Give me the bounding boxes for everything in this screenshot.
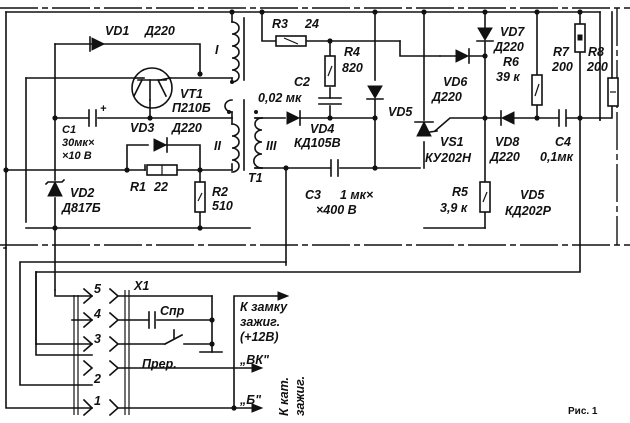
winding-i-label: I xyxy=(215,43,219,57)
coil-label-line-2: зажиг. xyxy=(293,376,307,416)
breaker-contact xyxy=(163,329,184,346)
c1-polarity: + xyxy=(100,103,107,115)
diode-vd4 xyxy=(286,110,301,126)
capacitor-c4 xyxy=(558,109,567,127)
vd6-ref: VD6 xyxy=(443,75,468,89)
vd1-ref: VD1 xyxy=(105,24,129,38)
diode-vd3 xyxy=(153,137,168,153)
x1-pin-1: 1 xyxy=(94,394,101,408)
r2-value: 510 xyxy=(212,199,233,213)
wires xyxy=(3,11,613,409)
ignition-lock-line-2: зажиг. xyxy=(240,315,280,329)
r1-value: 22 xyxy=(153,180,168,194)
vd1-type: Д220 xyxy=(144,24,175,38)
vd4-type: КД105В xyxy=(294,136,341,150)
diode-vd1 xyxy=(89,36,106,52)
vd8-ref: VD8 xyxy=(495,135,519,149)
diode-vd7 xyxy=(476,27,494,42)
winding-iii-label: III xyxy=(266,139,277,153)
vs1-ref: VS1 xyxy=(440,135,464,149)
r8-ref: R8 xyxy=(588,45,604,59)
r6-value: 39 к xyxy=(496,70,520,84)
c3-value-2: ×400 В xyxy=(316,203,357,217)
coil-label-line-1: К кат. xyxy=(277,377,291,416)
vt1-type: П210Б xyxy=(172,101,211,115)
diode-vd6 xyxy=(455,48,470,64)
transformer-t1 xyxy=(224,17,263,173)
vs1-type: КУ202Н xyxy=(425,151,472,165)
r7-value: 200 xyxy=(551,60,573,74)
diode-vd5 xyxy=(366,85,384,100)
cpr-label: Cпр xyxy=(160,304,185,318)
vd4-ref: VD4 xyxy=(310,122,334,136)
c3-ref: C3 xyxy=(305,188,321,202)
c4-value: 0,1мк xyxy=(540,150,574,164)
c3-value-1: 1 мк× xyxy=(340,188,374,202)
x1-pin-2: 2 xyxy=(93,372,101,386)
thyristor-vs1 xyxy=(414,120,438,137)
vd8-type: Д220 xyxy=(489,150,520,164)
c4-ref: C4 xyxy=(555,135,571,149)
r1-ref: R1 xyxy=(130,180,146,194)
vd5-ref: VD5 xyxy=(388,105,413,119)
r4-ref: R4 xyxy=(344,45,360,59)
junction-dots xyxy=(3,9,583,231)
ignition-lock-line-3: (+12В) xyxy=(240,330,279,344)
r4-value: 820 xyxy=(342,61,363,75)
c1-value-1: 30мк× xyxy=(62,137,95,149)
r6-ref: R6 xyxy=(503,55,520,69)
x1-ref: X1 xyxy=(133,279,149,293)
vt1-ref: VT1 xyxy=(180,87,203,101)
capacitor-c2 xyxy=(318,97,342,105)
r7-ref: R7 xyxy=(553,45,570,59)
diode-vd8 xyxy=(500,110,515,126)
vd3-ref: VD3 xyxy=(130,121,154,135)
breaker-label: Прер. xyxy=(142,357,177,371)
vd2-type: Д817Б xyxy=(61,201,101,215)
ignition-lock-line-1: К замку xyxy=(240,300,288,314)
winding-ii-label: II xyxy=(214,139,221,153)
vd7-ref: VD7 xyxy=(500,25,525,39)
x1-pin-3: 3 xyxy=(94,332,101,346)
vd2-ref: VD2 xyxy=(70,186,94,200)
capacitor-c3 xyxy=(330,159,339,177)
t1-ref: T1 xyxy=(248,171,263,185)
connector-x1 xyxy=(35,271,256,417)
zener-vd2 xyxy=(44,178,66,197)
vd7-type: Д220 xyxy=(493,40,524,54)
c2-ref: C2 xyxy=(294,75,310,89)
c1-ref: C1 xyxy=(62,124,76,136)
b-terminal-label: „Б" xyxy=(239,393,262,407)
capacitor-cpr xyxy=(148,311,156,329)
vd5-ref-2: VD5 xyxy=(520,188,545,202)
r2-ref: R2 xyxy=(212,185,228,199)
capacitor-c1 xyxy=(88,109,97,127)
r8-value: 200 xyxy=(586,60,608,74)
vk-terminal-label: „ВК" xyxy=(239,353,270,367)
vd6-type: Д220 xyxy=(431,90,462,104)
figure-caption: Рис. 1 xyxy=(568,406,598,417)
vd5-type: КД202Р xyxy=(505,204,552,218)
vd3-type: Д220 xyxy=(171,121,202,135)
transistor-vt1 xyxy=(131,67,173,109)
x1-pin-4: 4 xyxy=(93,307,101,321)
x1-pin-5: 5 xyxy=(94,282,102,296)
c2-value: 0,02 мк xyxy=(258,91,302,105)
r5-ref: R5 xyxy=(452,185,469,199)
r3-ref: R3 xyxy=(272,17,288,31)
r3-value: 24 xyxy=(304,17,319,31)
output-arrows xyxy=(233,291,290,413)
c1-value-2: ×10 В xyxy=(62,150,92,162)
r5-value: 3,9 к xyxy=(440,201,468,215)
